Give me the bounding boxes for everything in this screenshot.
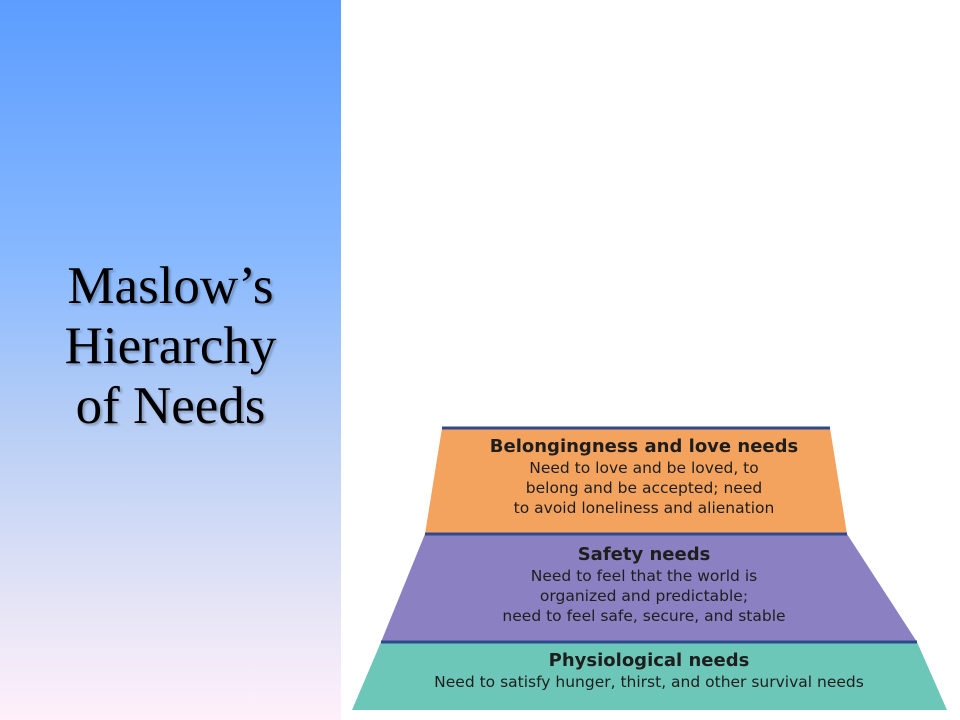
safety-label: Safety needs Need to feel that the world… bbox=[424, 544, 864, 626]
description-line: to avoid loneliness and alienation bbox=[513, 499, 775, 517]
tier-title: Belongingness and love needs bbox=[489, 436, 799, 457]
title-line: Hierarchy bbox=[64, 317, 277, 375]
tier-title: Physiological needs bbox=[548, 650, 750, 671]
belonging-tier bbox=[425, 428, 847, 534]
description-line: belong and be accepted; need bbox=[525, 479, 763, 497]
belonging-label: Belongingness and love needs Need to lov… bbox=[424, 436, 864, 518]
physiological-tier bbox=[352, 642, 947, 710]
title-line: of Needs bbox=[75, 377, 266, 435]
safety-tier bbox=[381, 534, 917, 642]
description-line: Need to love and be loved, to bbox=[529, 459, 759, 477]
description-line: organized and predictable; bbox=[539, 587, 749, 605]
slide-title: Maslow’s Hierarchy of Needs bbox=[65, 256, 277, 436]
physiological-label: Physiological needs Need to satisfy hung… bbox=[374, 650, 924, 692]
tier-description: Need to feel that the world is organized… bbox=[424, 566, 864, 626]
description-line: Need to satisfy hunger, thirst, and othe… bbox=[434, 673, 864, 691]
tier-description: Need to satisfy hunger, thirst, and othe… bbox=[374, 672, 924, 692]
tier-description: Need to love and be loved, to belong and… bbox=[424, 458, 864, 518]
title-line: Maslow’s bbox=[67, 257, 274, 315]
title-panel: Maslow’s Hierarchy of Needs bbox=[0, 0, 341, 720]
description-line: Need to feel that the world is bbox=[530, 567, 758, 585]
description-line: need to feel safe, secure, and stable bbox=[502, 607, 786, 625]
tier-title: Safety needs bbox=[577, 544, 711, 565]
